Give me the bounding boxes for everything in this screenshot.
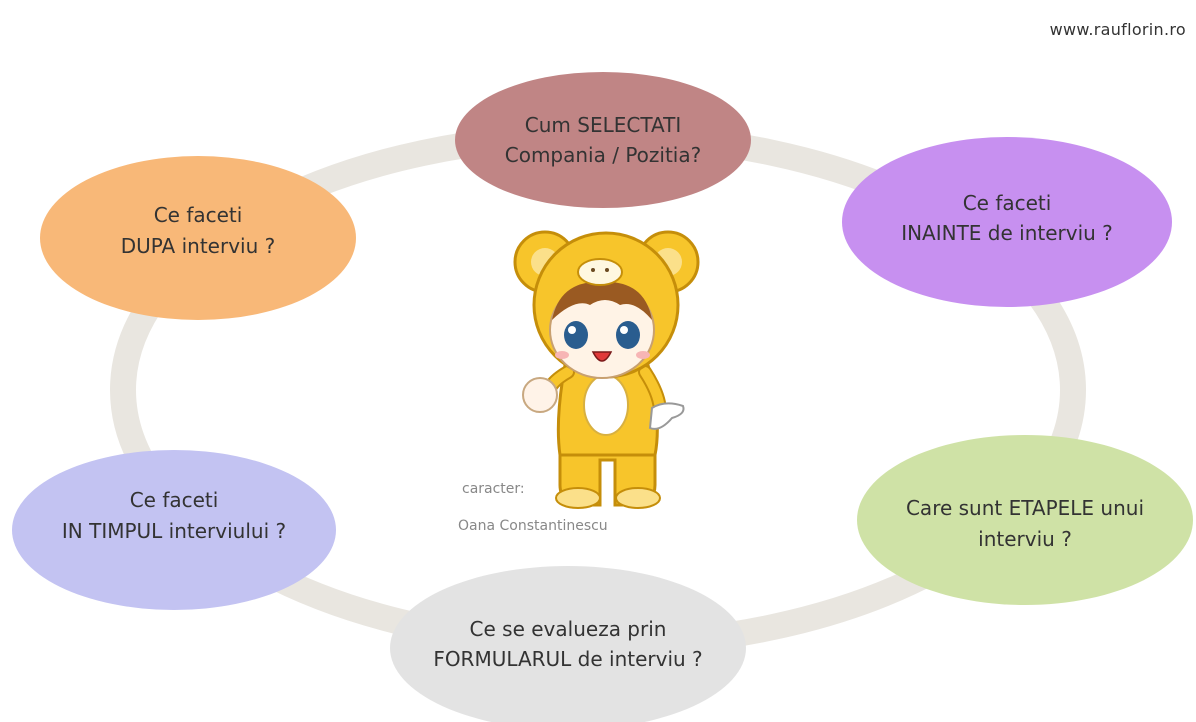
node-during-interview-line-1: Ce faceti bbox=[130, 488, 219, 512]
character-credit-label: caracter: bbox=[462, 481, 525, 497]
node-before-interview-line-2: INAINTE de interviu ? bbox=[901, 221, 1113, 245]
node-during-interview-shape bbox=[12, 450, 336, 610]
character-left-eye bbox=[564, 321, 588, 349]
node-after-interview-line-2: DUPA interviu ? bbox=[121, 234, 276, 258]
node-interview-form-line-1: Ce se evalueza prin bbox=[470, 617, 667, 641]
node-during-interview-line-2: IN TIMPUL interviului ? bbox=[62, 519, 286, 543]
character-right-eye bbox=[616, 321, 640, 349]
character-hand bbox=[648, 402, 685, 430]
node-interview-form: Ce se evalueza prin FORMULARUL de interv… bbox=[390, 566, 746, 722]
node-interview-stages-shape bbox=[857, 435, 1193, 605]
node-interview-stages-line-1: Care sunt ETAPELE unui bbox=[906, 496, 1144, 520]
node-select-company-line-2: Compania / Pozitia? bbox=[505, 143, 701, 167]
node-during-interview: Ce faceti IN TIMPUL interviului ? bbox=[12, 450, 336, 610]
character-hood-badge bbox=[577, 258, 623, 286]
node-interview-form-line-2: FORMULARUL de interviu ? bbox=[433, 647, 702, 671]
node-interview-stages: Care sunt ETAPELE unui interviu ? bbox=[857, 435, 1193, 605]
node-before-interview-line-1: Ce faceti bbox=[963, 191, 1052, 215]
node-select-company-shape bbox=[455, 72, 751, 208]
node-select-company: Cum SELECTATI Compania / Pozitia? bbox=[455, 72, 751, 208]
character-credit-name: Oana Constantinescu bbox=[458, 518, 608, 534]
node-before-interview: Ce faceti INAINTE de interviu ? bbox=[842, 137, 1172, 307]
character-belly bbox=[583, 374, 629, 436]
node-after-interview-shape bbox=[40, 156, 356, 320]
node-after-interview: Ce faceti DUPA interviu ? bbox=[40, 156, 356, 320]
bear-costume-character bbox=[513, 230, 700, 509]
character-ball bbox=[522, 377, 558, 413]
node-after-interview-line-1: Ce faceti bbox=[154, 203, 243, 227]
character-hair bbox=[552, 281, 652, 320]
character-mouth bbox=[591, 351, 613, 362]
node-before-interview-shape bbox=[842, 137, 1172, 307]
character-right-shoe bbox=[615, 487, 661, 509]
node-interview-form-shape bbox=[390, 566, 746, 722]
node-select-company-line-1: Cum SELECTATI bbox=[525, 113, 681, 137]
website-watermark: www.rauflorin.ro bbox=[1049, 20, 1186, 39]
character-left-shoe bbox=[555, 487, 601, 509]
node-interview-stages-line-2: interviu ? bbox=[978, 527, 1072, 551]
